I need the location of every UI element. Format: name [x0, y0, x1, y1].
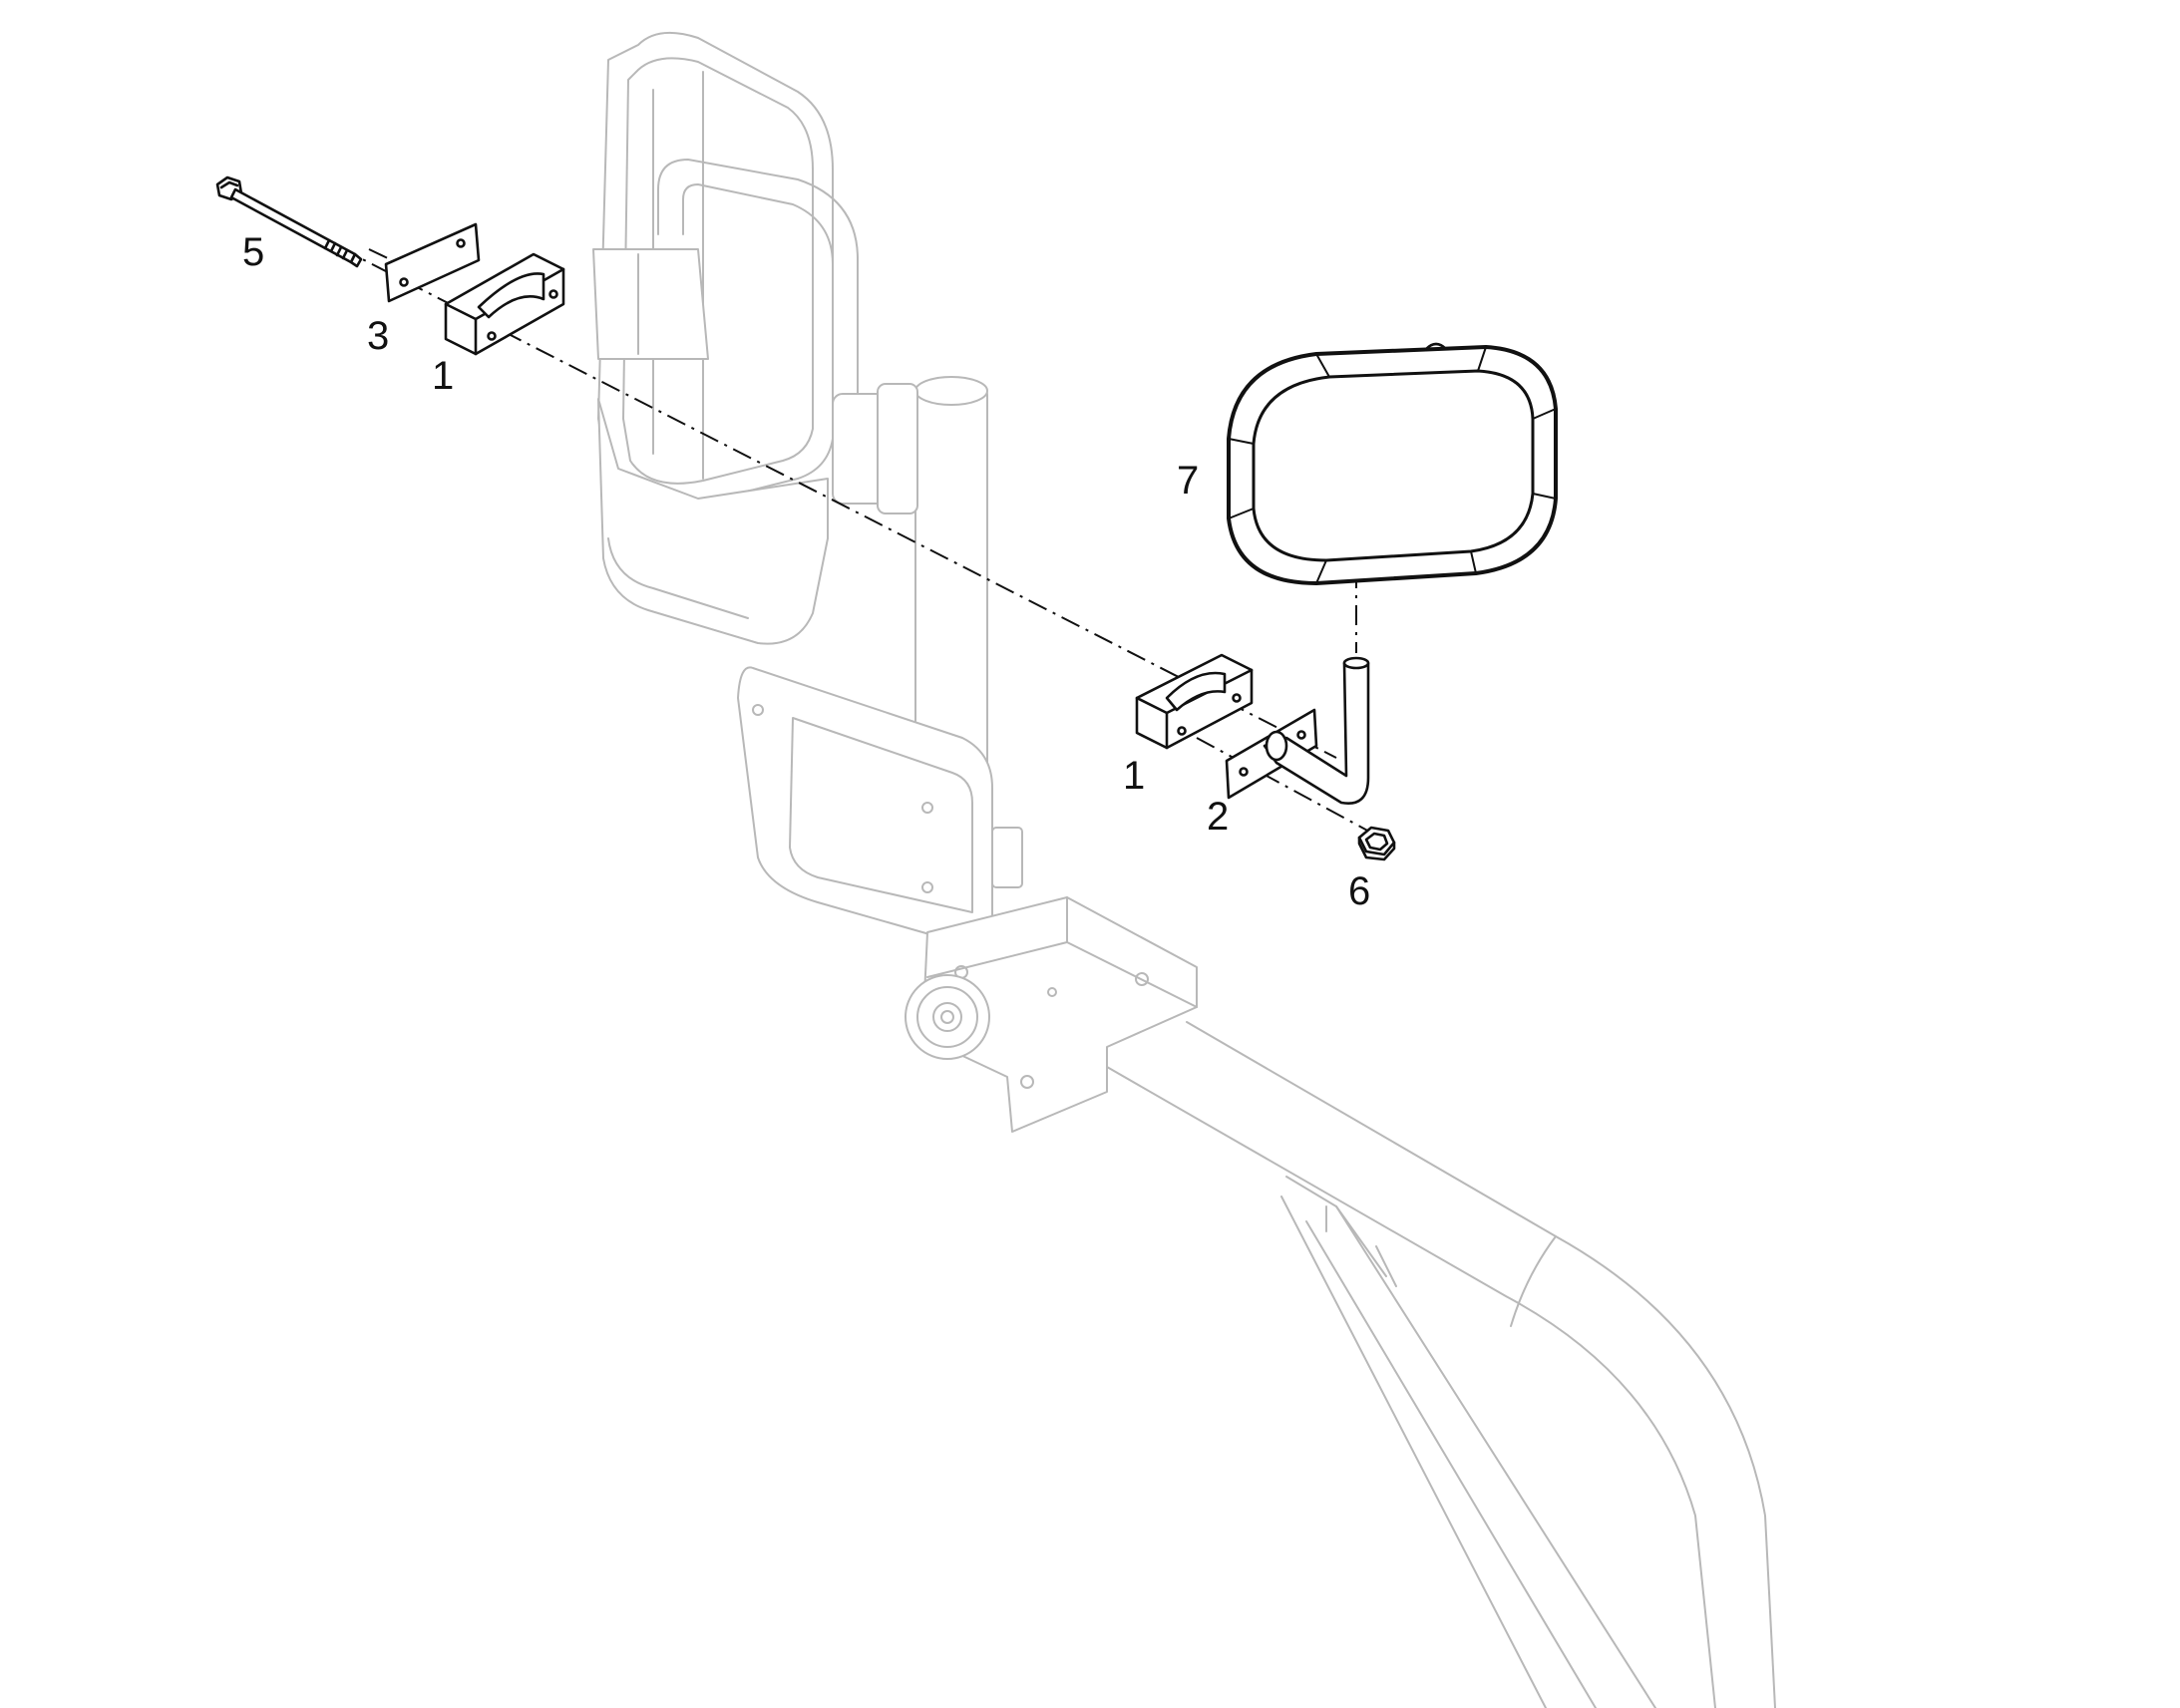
ghost-mirror-assembly — [592, 31, 1776, 1708]
callout-6: 6 — [1348, 869, 1370, 913]
callout-7: 7 — [1177, 459, 1199, 503]
part-1-clamp-left — [444, 252, 565, 356]
callout-1-right: 1 — [1123, 754, 1145, 798]
callout-5: 5 — [242, 230, 264, 274]
callout-1-left: 1 — [432, 354, 454, 398]
callout-2: 2 — [1207, 795, 1229, 839]
mirror-arm-rod — [1263, 656, 1370, 805]
part-6-nut — [1357, 826, 1396, 861]
callout-labels: 5 3 1 7 1 2 6 — [242, 230, 1370, 913]
part-5-bolt — [215, 175, 363, 268]
part-3-plate — [384, 222, 481, 303]
part-7-mirror — [1227, 342, 1558, 585]
callout-3: 3 — [367, 314, 389, 358]
part-1-clamp-right — [1135, 653, 1254, 750]
